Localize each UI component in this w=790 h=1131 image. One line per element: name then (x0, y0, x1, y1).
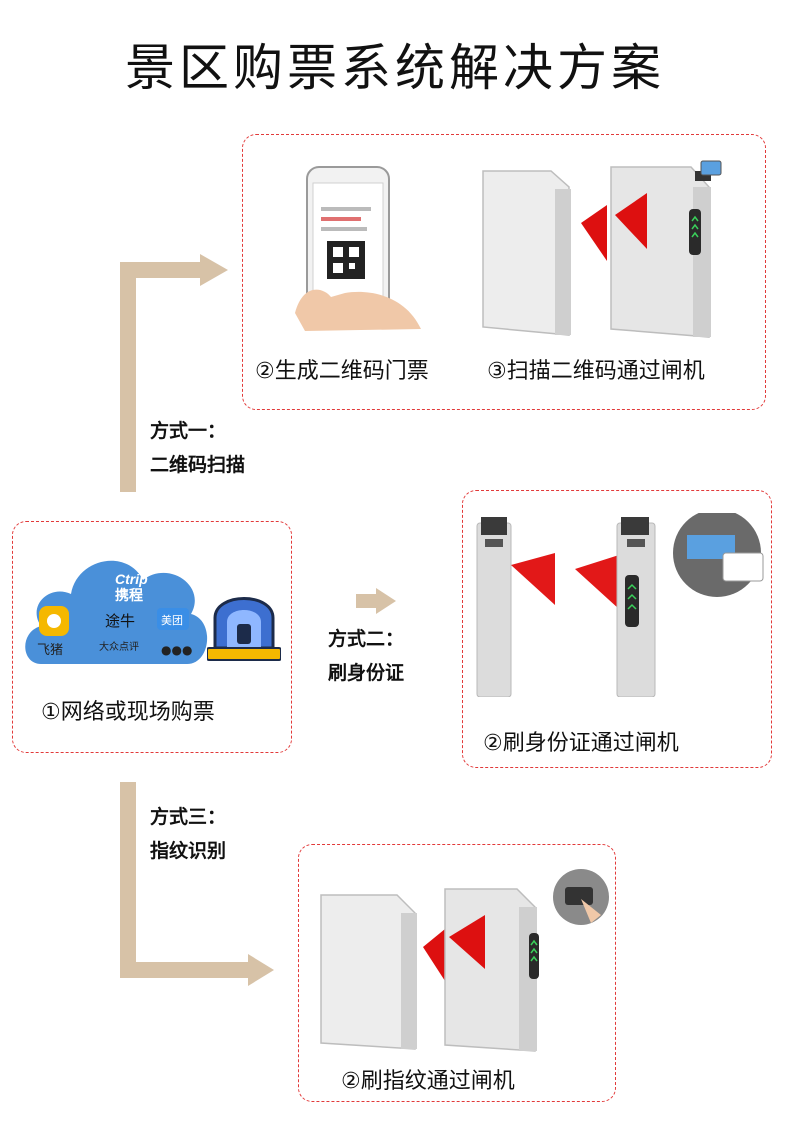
online-platforms-cloud: Ctrip 携程 途牛 美团 飞猪 大众点评 ●●● (25, 560, 208, 664)
fingerprint-caption: ②刷指纹通过闸机 (341, 1069, 515, 1094)
flow-arrow-down-horizontal (120, 962, 250, 978)
purchase-caption: ①网络或现场购票 (41, 700, 215, 725)
ctrip-cn-logo: 携程 (115, 587, 143, 604)
dianping-logo: 大众点评 (99, 640, 139, 653)
qr-generate-caption: ②生成二维码门票 (255, 359, 429, 384)
ticket-booth-lamp-icon (207, 597, 281, 661)
id-card-panel: ②刷身份证通过闸机 (462, 490, 772, 768)
swing-gate-id (476, 513, 764, 697)
purchase-box: Ctrip 携程 途牛 美团 飞猪 大众点评 ●●● ①网络或现场购票 (12, 521, 292, 753)
more-dots: ●●● (161, 643, 192, 657)
ctrip-logo: Ctrip (115, 571, 148, 587)
feizhu-logo: 飞猪 (37, 643, 63, 658)
id-card-caption: ②刷身份证通过闸机 (483, 731, 679, 756)
qr-scan-caption: ③扫描二维码通过闸机 (487, 359, 705, 384)
phone-qr-ticket (295, 166, 421, 331)
arrowhead-right-icon (376, 588, 396, 614)
flow-arrow-up-stem (120, 262, 136, 492)
flap-barrier-gate-qr (482, 160, 722, 338)
flow-arrow-down-stem (120, 782, 136, 978)
meituan-logo: 美团 (161, 614, 183, 627)
fingerprint-panel: ②刷指纹通过闸机 (298, 844, 616, 1102)
method-2-label: 方式二：刷身份证 (328, 628, 405, 684)
arrowhead-right-icon (248, 954, 274, 986)
page-title: 景区购票系统解决方案 (125, 39, 665, 97)
qr-panel: ②生成二维码门票 ③扫描二维码通过闸机 (242, 134, 766, 410)
tuniu-logo: 途牛 (105, 612, 135, 630)
flow-arrow-middle (356, 594, 378, 608)
flap-barrier-gate-fingerprint (320, 869, 609, 1052)
method-3-label: 方式三：指纹识别 (150, 806, 227, 862)
method-1-label: 方式一：二维码扫描 (150, 420, 246, 476)
arrowhead-right-icon (200, 254, 228, 286)
flow-arrow-up-horizontal (120, 262, 205, 278)
